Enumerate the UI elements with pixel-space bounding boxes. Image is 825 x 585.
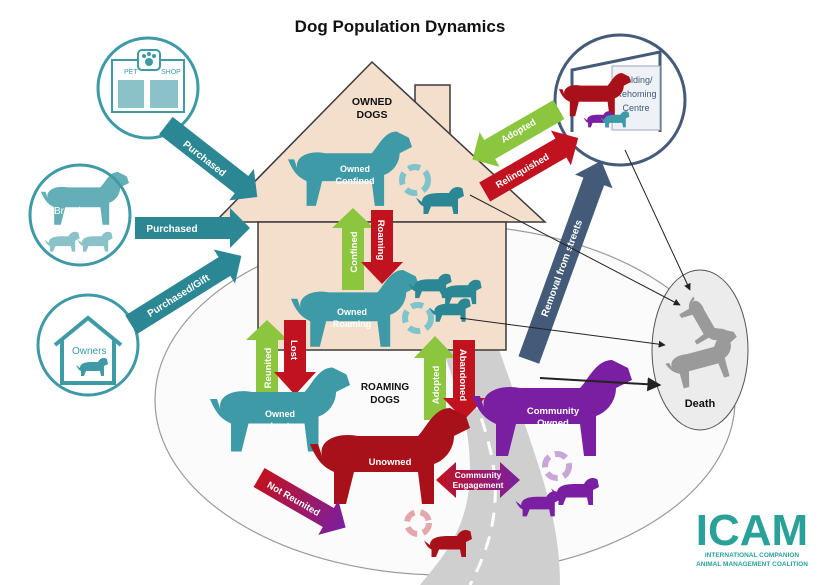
icam-logo-line1: INTERNATIONAL COMPANION [705,552,800,559]
house-title-line1: OWNED [352,96,393,108]
pet-shop-sign-pet: PET [124,69,138,76]
owned-lost-label-2: Lost [271,421,290,431]
owned-confined-label-2: Confined [336,176,375,186]
shelter-sign-line2: Rehoming [615,89,656,99]
icam-logo-line2: ANIMAL MANAGEMENT COALITION [696,561,808,568]
community-engagement-label-2: Engagement [452,480,503,490]
death-region: Death [651,269,749,431]
confined-label: Confined [349,231,360,272]
lost-label: Lost [288,340,299,361]
reunited-label: Reunited [263,347,274,388]
owned-confined-label-1: Owned [340,164,370,174]
arrow-reunited: Reunited [246,320,288,395]
unowned-dog: Unowned [310,408,472,557]
roaming-dogs-label-2: DOGS [370,395,400,406]
cycle-icon [404,509,432,537]
community-owned-label-2: Owned [537,418,569,429]
arrow-purchased-shop: Purchased [159,116,258,201]
source-owners: Owners [36,293,140,397]
unowned-label: Unowned [369,457,412,468]
house-title-line2: DOGS [357,109,388,121]
arrow-purchased-breeders: Purchased [135,208,250,248]
icam-logo: ICAM INTERNATIONAL COMPANION ANIMAL MANA… [696,506,808,568]
owners-house-icon [53,315,123,385]
owned-dogs-house: OWNED DOGS [213,60,547,351]
owned-roaming-label-1: Owned [337,307,367,317]
community-owned-dog: Community Owned [472,360,632,517]
owned-confined-dog: Owned Confined [288,131,464,214]
breeders-label: Breeders [54,206,95,217]
page-title: Dog Population Dynamics [295,17,506,36]
owned-roaming-dog: Owned Roaming [291,270,482,347]
icam-logo-name: ICAM [696,506,808,555]
owners-label: Owners [72,346,106,357]
road [290,229,560,585]
holding-rehoming-centre: Holding/ Rehoming Centre [553,33,687,167]
source-pet-shop: PET SHOP [96,36,200,140]
cycle-icon [542,451,572,481]
arrow-confined: Confined [332,208,374,290]
cycle-icon [402,302,434,334]
shelter-sign-line1: Holding/ [619,75,653,85]
community-owned-label-1: Community [527,406,580,417]
owned-lost-label-1: Owned [265,409,295,419]
pet-shop-sign-shop: SHOP [161,69,181,76]
death-label: Death [685,398,716,410]
source-breeders: Breeders [28,163,132,267]
abandoned-label: Abandoned [457,349,468,401]
shelter-sign-line3: Centre [622,103,649,113]
community-engagement-label-1: Community [455,470,502,480]
owned-lost-dog: Owned Lost [210,367,350,452]
owned-roaming-label-2: Roaming [333,319,372,329]
purchased-breeders-label: Purchased [146,224,197,235]
roaming-dogs-label-1: ROAMING [361,382,410,393]
arrow-community-engagement: Community Engagement [436,462,520,498]
roaming-label: Roaming [375,220,386,261]
arrow-roaming: Roaming [361,210,403,284]
cycle-icon [399,164,431,196]
arrow-lost: Lost [274,320,316,395]
death-arrows [459,149,691,392]
adopted-lower-label: Adopted [431,366,442,405]
